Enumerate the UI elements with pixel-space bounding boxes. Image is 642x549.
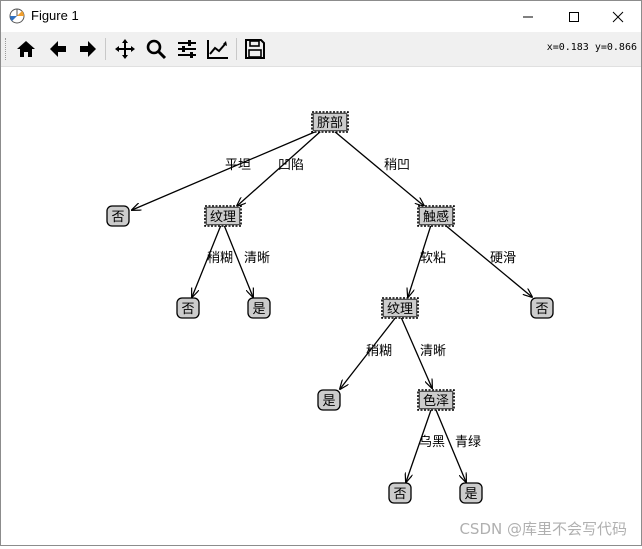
node-label: 否 [535,302,548,317]
save-icon [245,39,265,59]
home-icon [17,41,35,57]
back-icon [50,41,66,57]
pan-button[interactable] [112,36,138,62]
edit-axis-icon [207,40,228,59]
edge-label: 清晰 [244,251,270,266]
leaf-node: 否 [176,297,200,319]
edge-label: 平坦 [225,158,251,173]
node-label: 纹理 [387,302,413,317]
leaf-node: 是 [247,297,271,319]
edge-color-black [406,409,432,482]
node-label: 是 [322,394,335,409]
window-title: Figure 1 [31,8,79,23]
configure-subplots-button[interactable] [174,36,200,62]
edge-touch-hard [444,224,532,297]
edit-axis-button[interactable] [205,36,231,62]
decision-node: 触感 [417,205,455,227]
edge-label: 清晰 [420,344,446,359]
leaf-node: 否 [388,482,412,504]
edge-label: 软粘 [420,251,446,266]
edge-label: 青绿 [455,435,481,450]
edge-root-flat [132,130,318,210]
node-label: 否 [111,210,124,225]
toolbar-separator [236,38,237,60]
zoom-button[interactable] [143,36,169,62]
edge-label: 硬滑 [490,251,516,266]
decision-node: 纹理 [381,297,419,319]
decision-tree-plot: 平坦 凹陷 稍凹 稍糊 清晰 软粘 硬滑 稍糊 清晰 乌黑 青绿 脐部 纹理 [106,111,554,504]
edge-label: 稍糊 [207,250,233,266]
matplotlib-logo-icon [9,8,25,24]
pan-icon [115,39,135,59]
edge-label: 稍糊 [366,343,392,359]
back-button[interactable] [45,36,71,62]
forward-button[interactable] [75,36,101,62]
node-label: 纹理 [210,210,236,225]
edge-color-green [435,409,466,482]
node-label: 脐部 [317,116,343,131]
maximize-icon [569,11,579,22]
node-label: 色泽 [423,393,449,409]
decision-node: 脐部 [311,111,349,133]
node-label: 是 [464,487,477,502]
edge-tex2-clear [400,316,432,388]
node-label: 是 [252,302,265,317]
navigation-toolbar: x=0.183 y=0.866 [1,32,641,67]
decision-node: 色泽 [417,389,455,411]
title-bar[interactable]: Figure 1 [1,1,641,32]
leaf-node: 否 [106,205,130,227]
minimize-icon [523,16,533,17]
leaf-node: 是 [459,482,483,504]
edge-tex1-clear [223,224,253,297]
figure-canvas[interactable]: 平坦 凹陷 稍凹 稍糊 清晰 软粘 硬滑 稍糊 清晰 乌黑 青绿 脐部 纹理 [1,67,641,545]
forward-icon [80,41,96,57]
maximize-button[interactable] [551,1,597,32]
edge-tex1-blur [192,224,222,297]
toolbar-grip[interactable] [5,38,8,60]
edge-root-slight [333,130,424,206]
close-icon [612,11,624,22]
edge-label: 稍凹 [384,158,410,173]
edge-label: 凹陷 [278,158,304,173]
node-label: 触感 [423,209,449,225]
toolbar-separator [105,38,106,60]
decision-node: 纹理 [204,205,242,227]
leaf-node: 是 [317,389,341,411]
edge-label: 乌黑 [419,434,445,450]
home-button[interactable] [13,36,39,62]
watermark: CSDN @库里不会写代码 [459,520,627,538]
edge-touch-soft [408,224,432,297]
save-button[interactable] [242,36,268,62]
node-label: 否 [181,302,194,317]
minimize-button[interactable] [505,1,551,32]
configure-subplots-icon [178,40,196,58]
node-label: 否 [393,487,406,502]
leaf-node: 否 [530,297,554,319]
edge-tex2-blur [340,316,397,389]
cursor-coordinates: x=0.183 y=0.866 [546,42,637,53]
edge-root-concave [237,130,322,206]
close-button[interactable] [595,1,641,32]
zoom-icon [146,39,167,60]
